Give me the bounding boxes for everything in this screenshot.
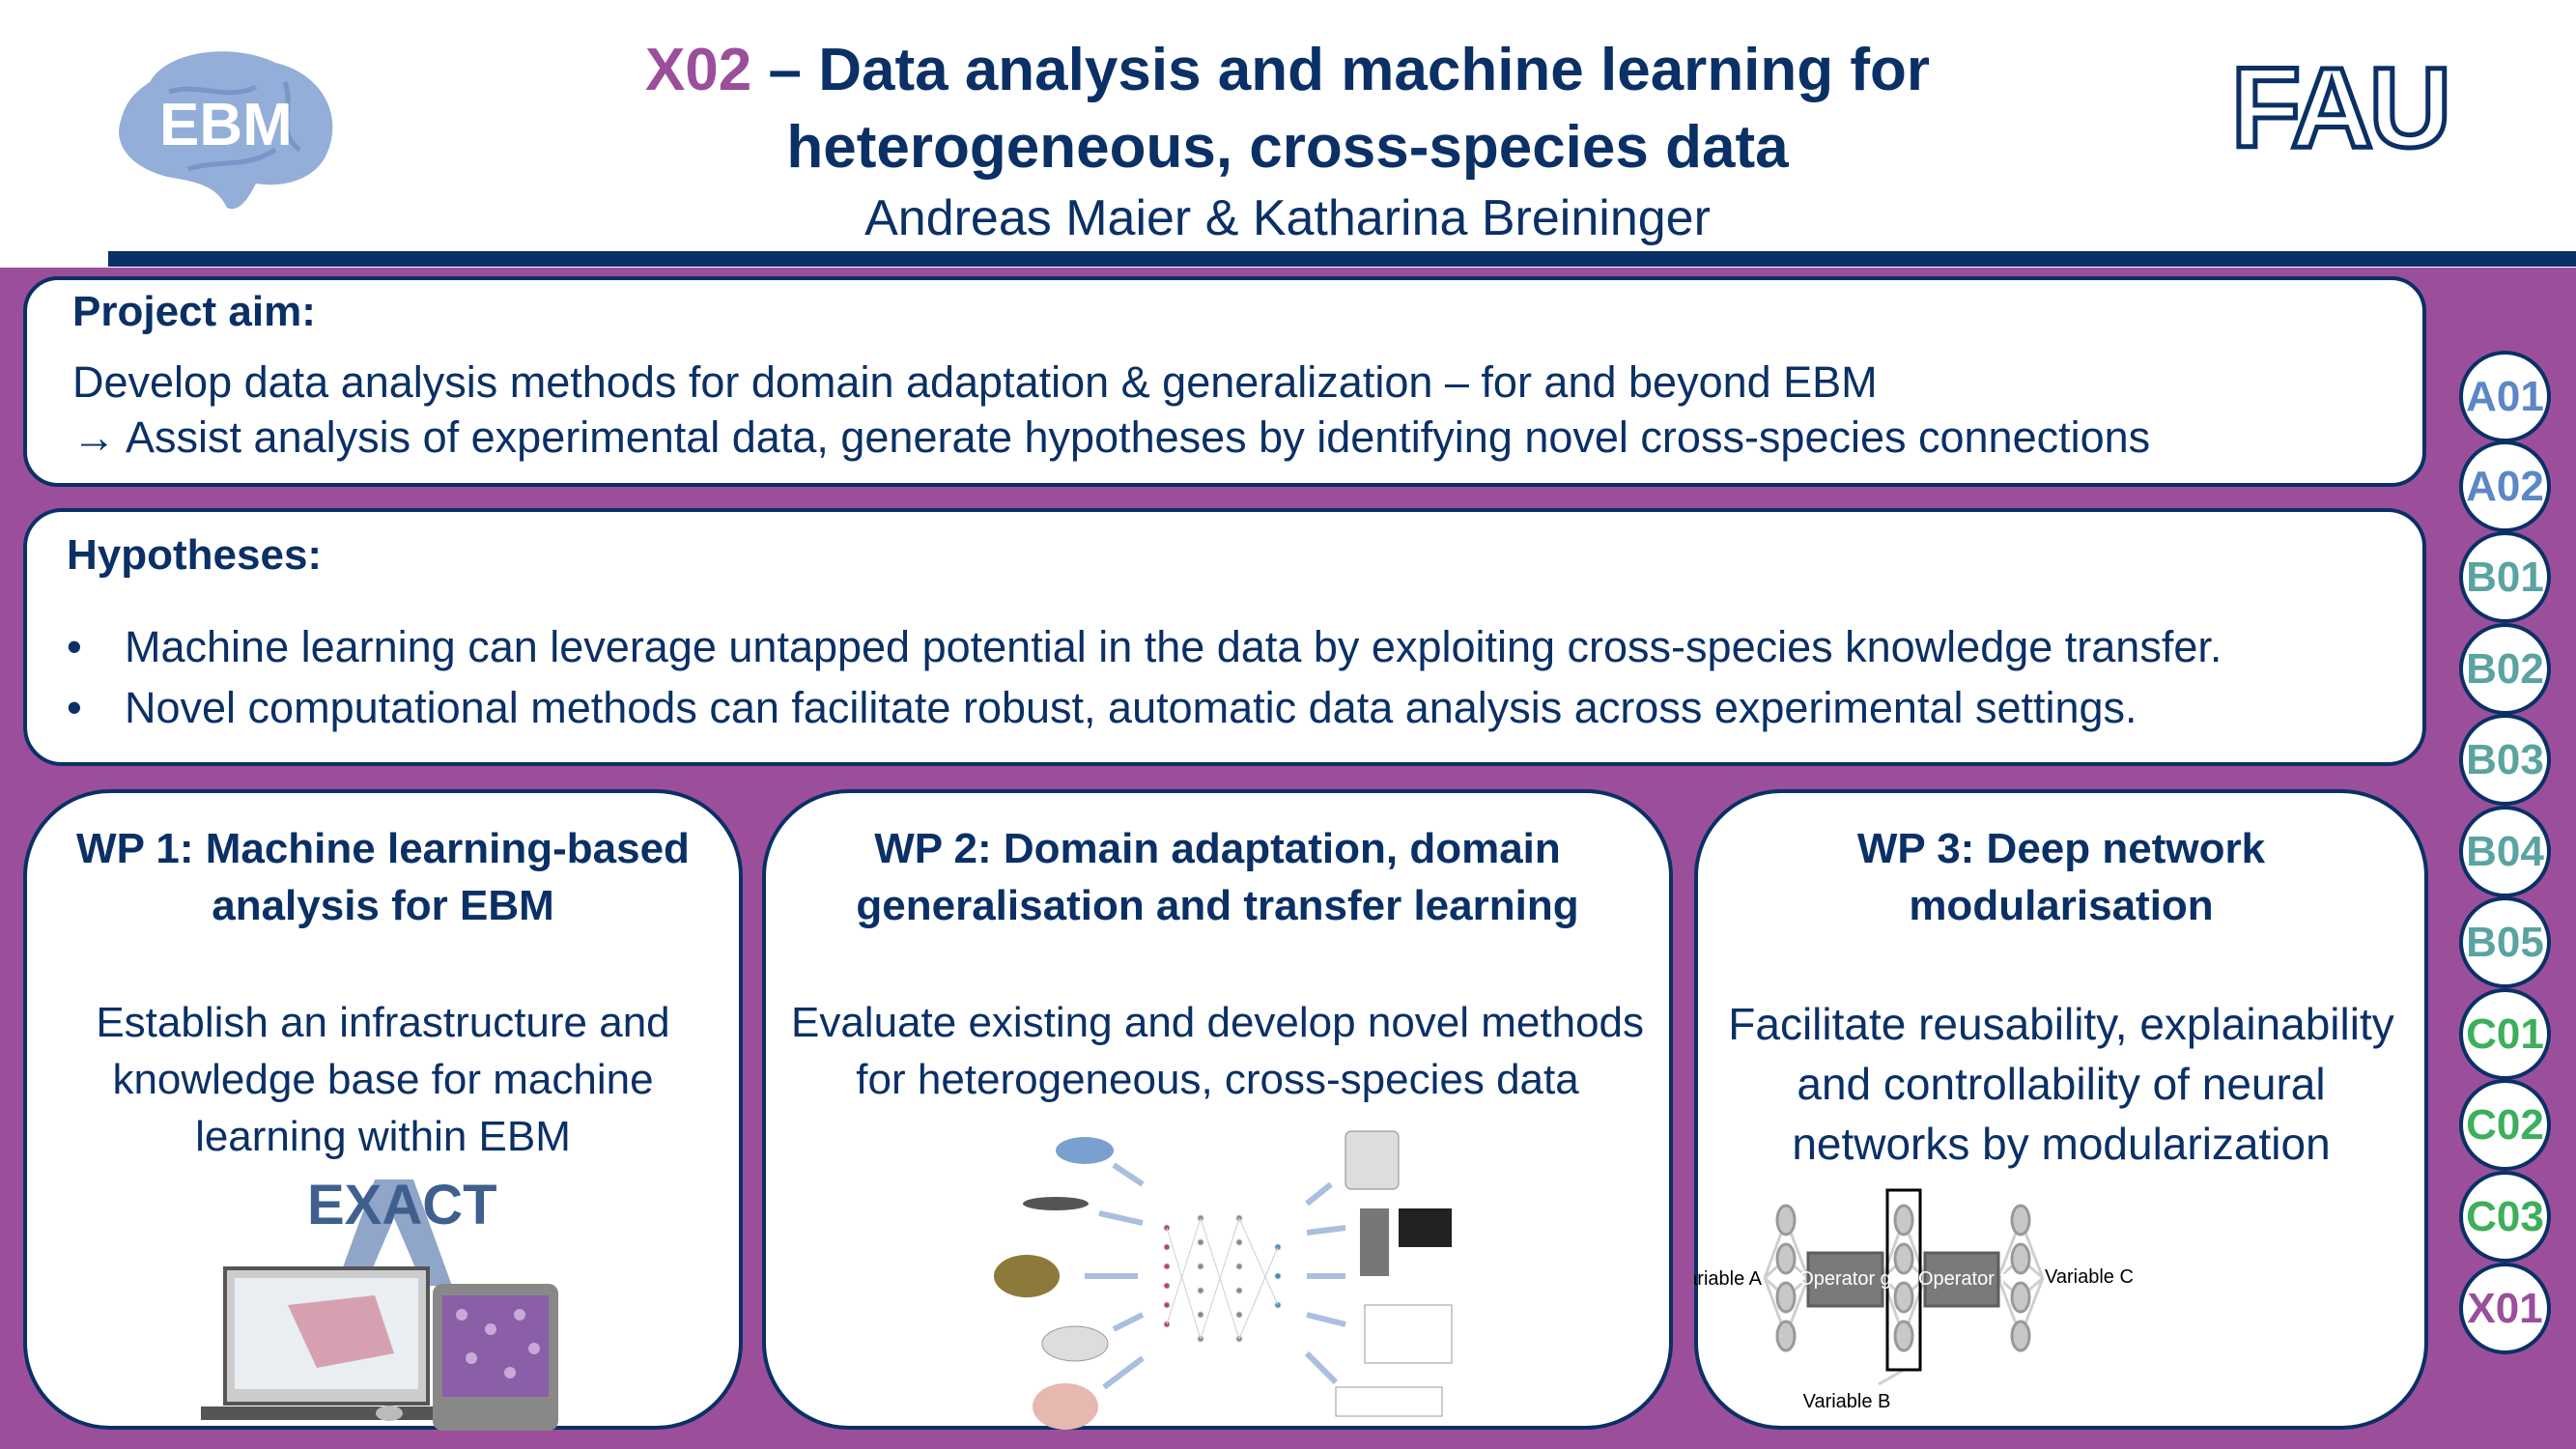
exact-logo: EXACT — [307, 1174, 497, 1236]
variable-b-label: Variable B — [1803, 1391, 1891, 1412]
aim-line: Develop data analysis methods for domain… — [72, 357, 1878, 407]
project-link-c03[interactable]: C03 — [2459, 1171, 2551, 1263]
wp2-body: Evaluate existing and develop novel meth… — [790, 999, 1645, 1103]
cell-culture-icon — [1056, 1137, 1114, 1164]
bullet-icon: • — [67, 622, 82, 671]
project-aim-heading: Project aim: — [72, 288, 316, 335]
keyboard-icon — [201, 1406, 452, 1420]
project-link-c02[interactable]: C02 — [2459, 1079, 2551, 1171]
neuron-nodes — [1775, 1204, 2031, 1352]
mouse-icon — [1041, 1325, 1109, 1362]
variable-b-highlight — [1885, 1188, 1922, 1372]
lab-equipment-icons — [1335, 1130, 1453, 1417]
frog-icon — [994, 1255, 1060, 1297]
project-code: X02 — [644, 37, 752, 103]
project-link-b04[interactable]: B04 — [2459, 806, 2551, 897]
zebrafish-icon — [1023, 1197, 1089, 1210]
variable-a-label: Variable A — [1694, 1268, 1763, 1290]
hypothesis-item: Machine learning can leverage untapped p… — [125, 622, 2222, 671]
header-divider — [108, 251, 2576, 267]
hypotheses-heading: Hypotheses: — [67, 531, 323, 579]
bullet-icon: • — [67, 683, 82, 732]
microscope-icon — [1360, 1208, 1389, 1276]
title-text: – Data analysis and machine learning for — [751, 37, 1931, 103]
scanner-icon — [1345, 1130, 1400, 1190]
operator-g-label: Operator g — [1798, 1268, 1891, 1290]
svg-text:FAU: FAU — [2231, 58, 2448, 155]
variable-c-label: Variable C — [2045, 1266, 2134, 1288]
brain-icon — [1033, 1383, 1098, 1430]
modularisation-diagram: Operator g Operator f Variable A Variabl… — [1694, 1188, 2134, 1412]
mouse-icon — [376, 1406, 403, 1421]
operator-f-box — [1923, 1251, 2000, 1308]
domain-adaptation-illustration — [994, 1130, 1453, 1430]
aim-line: → Assist analysis of experimental data, … — [72, 412, 2151, 462]
ebm-logo-text: EBM — [159, 92, 293, 158]
project-aim-box: Project aim: Develop data analysis metho… — [23, 276, 2426, 487]
project-link-b05[interactable]: B05 — [2459, 896, 2551, 988]
neural-network-icon — [1163, 1214, 1282, 1343]
project-link-b01[interactable]: B01 — [2459, 531, 2551, 623]
poster-title-line1: X02 – Data analysis and machine learning… — [386, 37, 2189, 104]
project-link-b03[interactable]: B03 — [2459, 714, 2551, 806]
header: EBM X02 – Data analysis and machine lear… — [0, 0, 2576, 268]
operator-f-label: Operator f — [1918, 1268, 2005, 1290]
ebm-logo: EBM — [119, 51, 333, 210]
authors: Andreas Maier & Katharina Breininger — [864, 190, 1711, 246]
exact-logo-a-icon — [336, 1179, 452, 1286]
exact-illustration: EXACT — [201, 1174, 558, 1431]
project-link-c01[interactable]: C01 — [2459, 988, 2551, 1080]
hypothesis-item: Novel computational methods can facilita… — [125, 683, 2137, 732]
poster-title-line2: heterogeneous, cross-species data — [786, 114, 1789, 181]
fau-logo: FAU — [2231, 58, 2454, 155]
operator-g-box — [1806, 1251, 1884, 1308]
project-link-b02[interactable]: B02 — [2459, 623, 2551, 715]
project-link-a01[interactable]: A01 — [2459, 351, 2551, 442]
species-icons — [994, 1137, 1114, 1430]
project-link-a02[interactable]: A02 — [2459, 440, 2551, 532]
project-link-x01[interactable]: X01 — [2459, 1263, 2551, 1354]
arrows — [1085, 1162, 1346, 1390]
hypotheses-box: Hypotheses: • Machine learning can lever… — [23, 508, 2426, 766]
